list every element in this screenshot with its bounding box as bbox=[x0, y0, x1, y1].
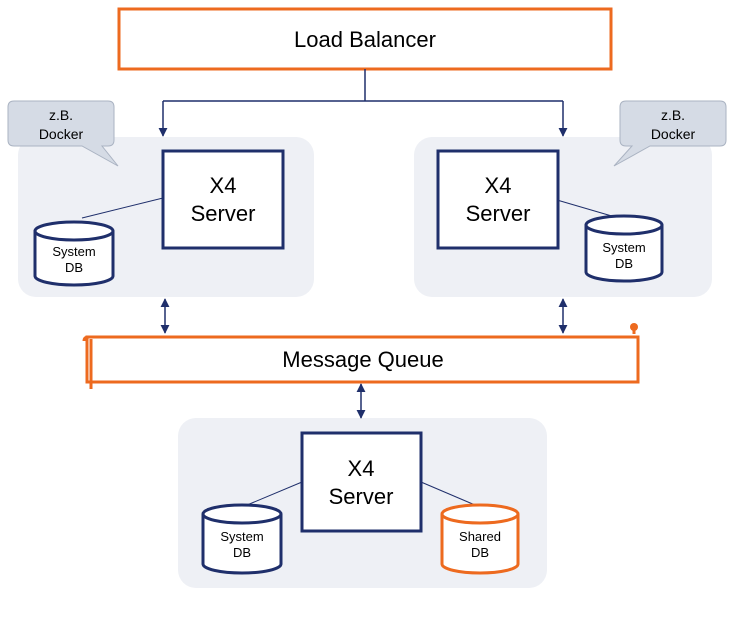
load-balancer-label: Load Balancer bbox=[294, 27, 436, 52]
left-server-box: X4 Server bbox=[161, 149, 285, 250]
left-callout-line1: z.B. bbox=[49, 107, 73, 123]
load-balancer-box: Load Balancer bbox=[117, 7, 613, 71]
bottom-shared-db-line1: Shared bbox=[459, 529, 501, 544]
bottom-server-box: X4 Server bbox=[300, 431, 423, 533]
right-server-box: X4 Server bbox=[436, 149, 560, 250]
left-server-line2: Server bbox=[191, 201, 256, 226]
right-callout: z.B. Docker bbox=[613, 100, 727, 167]
right-server-line2: Server bbox=[466, 201, 531, 226]
bottom-server-line2: Server bbox=[329, 484, 394, 509]
bottom-system-db-line1: System bbox=[220, 529, 263, 544]
left-server-line1: X4 bbox=[210, 173, 237, 198]
bottom-system-db: System DB bbox=[201, 503, 283, 575]
message-queue-label: Message Queue bbox=[282, 347, 443, 372]
right-callout-line2: Docker bbox=[651, 126, 696, 142]
right-node: X4 Server System DB bbox=[436, 149, 664, 283]
bottom-node: X4 Server System DB Shared DB bbox=[201, 431, 520, 575]
left-node: X4 Server System DB bbox=[33, 149, 285, 287]
load-balancer-connectors bbox=[158, 69, 568, 137]
left-system-db: System DB bbox=[33, 220, 115, 287]
queue-connectors bbox=[160, 298, 568, 419]
right-db-line1: System bbox=[602, 240, 645, 255]
bottom-shared-db-line2: DB bbox=[471, 545, 489, 560]
right-callout-line1: z.B. bbox=[661, 107, 685, 123]
message-queue-scroll: Message Queue bbox=[82, 323, 640, 389]
bottom-server-line1: X4 bbox=[348, 456, 375, 481]
bottom-shared-db: Shared DB bbox=[440, 503, 520, 575]
right-db-line2: DB bbox=[615, 256, 633, 271]
left-callout-line2: Docker bbox=[39, 126, 84, 142]
left-db-line2: DB bbox=[65, 260, 83, 275]
left-callout: z.B. Docker bbox=[7, 100, 119, 167]
bottom-system-db-line2: DB bbox=[233, 545, 251, 560]
right-server-line1: X4 bbox=[485, 173, 512, 198]
left-db-line1: System bbox=[52, 244, 95, 259]
right-system-db: System DB bbox=[584, 214, 664, 283]
